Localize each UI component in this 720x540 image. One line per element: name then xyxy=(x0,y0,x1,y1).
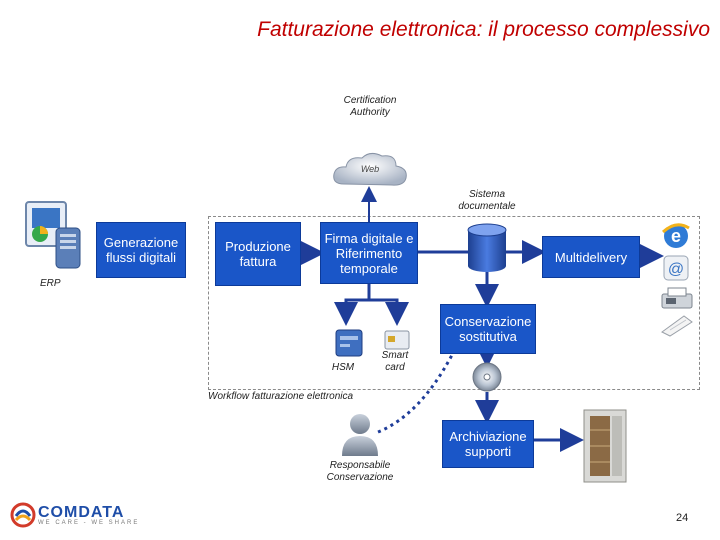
erp-label: ERP xyxy=(40,278,61,289)
workflow-label: Workflow fatturazione elettronica xyxy=(208,391,354,402)
arrow-firma-smartcard xyxy=(369,298,409,326)
box-archiviazione-supporti: Archiviazione supporti xyxy=(442,420,534,468)
box-produzione-fattura: Produzione fattura xyxy=(215,222,301,286)
person-icon xyxy=(340,412,380,456)
svg-text:@: @ xyxy=(668,261,684,278)
logo-name: COMDATA xyxy=(38,504,125,521)
box-generazione-flussi: Generazione flussi digitali xyxy=(96,222,186,278)
safe-vault-icon xyxy=(582,408,628,484)
optical-disc-icon xyxy=(472,362,502,392)
page-number: 24 xyxy=(676,512,689,524)
erp-icon xyxy=(22,200,84,272)
box-conservazione-sostitutiva: Conservazione sostitutiva xyxy=(440,304,536,354)
svg-text:e: e xyxy=(671,226,681,246)
email-at-icon: @ xyxy=(662,254,690,282)
workflow-frame xyxy=(208,216,700,390)
comdata-logo-icon xyxy=(10,502,36,528)
hsm-device-icon xyxy=(334,326,364,360)
cloud-icon: Web xyxy=(330,150,410,192)
arrow-firma-hsm xyxy=(334,282,371,326)
internet-explorer-icon: e xyxy=(660,220,692,252)
web-label: Web xyxy=(360,164,380,174)
smart-card-icon xyxy=(384,330,410,350)
paper-document-icon xyxy=(658,312,694,338)
database-icon xyxy=(464,222,510,274)
page-title: Fatturazione elettronica: il processo co… xyxy=(257,18,710,41)
hsm-label: HSM xyxy=(331,362,355,373)
responsabile-label: Responsabile Conservazione xyxy=(326,460,394,483)
sistema-documentale-label: Sistema documentale xyxy=(458,189,516,212)
certification-authority-label: Certification Authority xyxy=(343,95,397,118)
logo-tagline: WE CARE - WE SHARE xyxy=(38,520,140,526)
dotted-responsabile-conservazione xyxy=(377,354,454,434)
smart-card-label: Smart card xyxy=(381,350,409,373)
fax-icon xyxy=(660,286,694,310)
box-firma-digitale: Firma digitale e Riferimento temporale xyxy=(320,222,418,284)
box-multidelivery: Multidelivery xyxy=(542,236,640,278)
